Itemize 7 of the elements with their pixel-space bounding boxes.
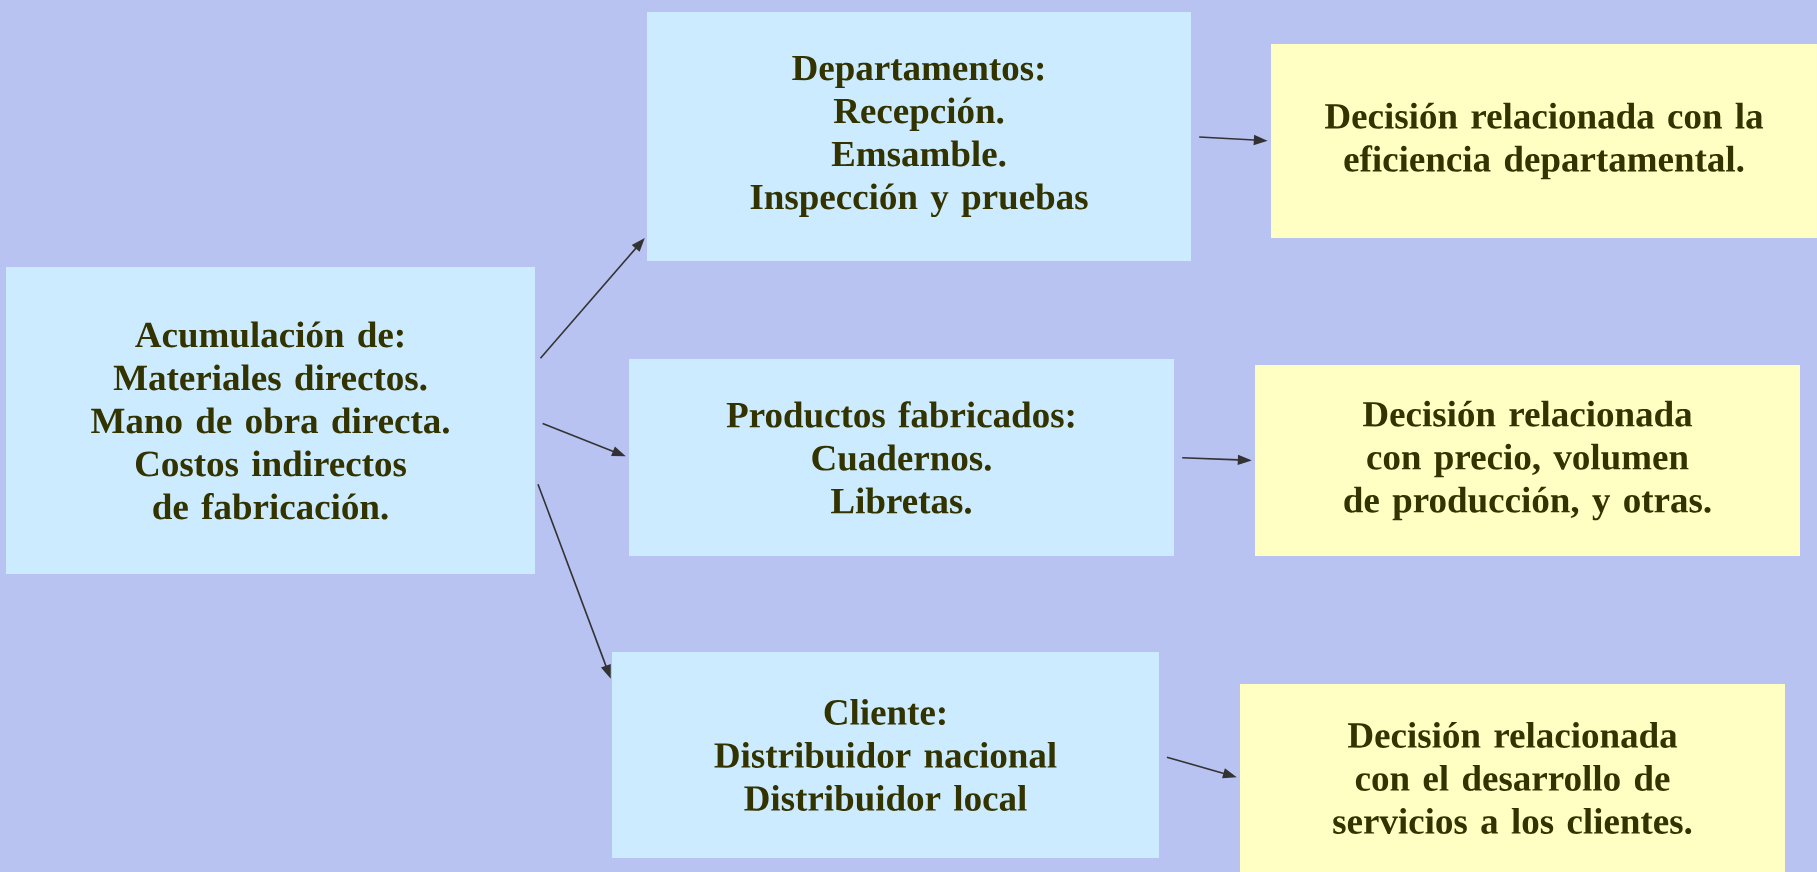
process-box: Acumulación de: Materiales directos. Mano de obra directa. Costos indirectos de fabricación.: [6, 267, 535, 574]
process-box: Cliente: Distribuidor nacional Distribuidor local: [612, 652, 1159, 858]
decision-box: Decisión relacionada con la eficiencia departamental.: [1271, 44, 1817, 238]
process-box: Productos fabricados: Cuadernos. Libretas.: [629, 359, 1174, 556]
decision-box: Decisión relacionada con precio, volumen de producción, y otras.: [1255, 365, 1800, 556]
decision-box: Decisión relacionada con el desarrollo de servicios a los clientes.: [1240, 684, 1785, 872]
process-box: Departamentos: Recepción. Emsamble. Inspección y pruebas: [647, 12, 1191, 261]
